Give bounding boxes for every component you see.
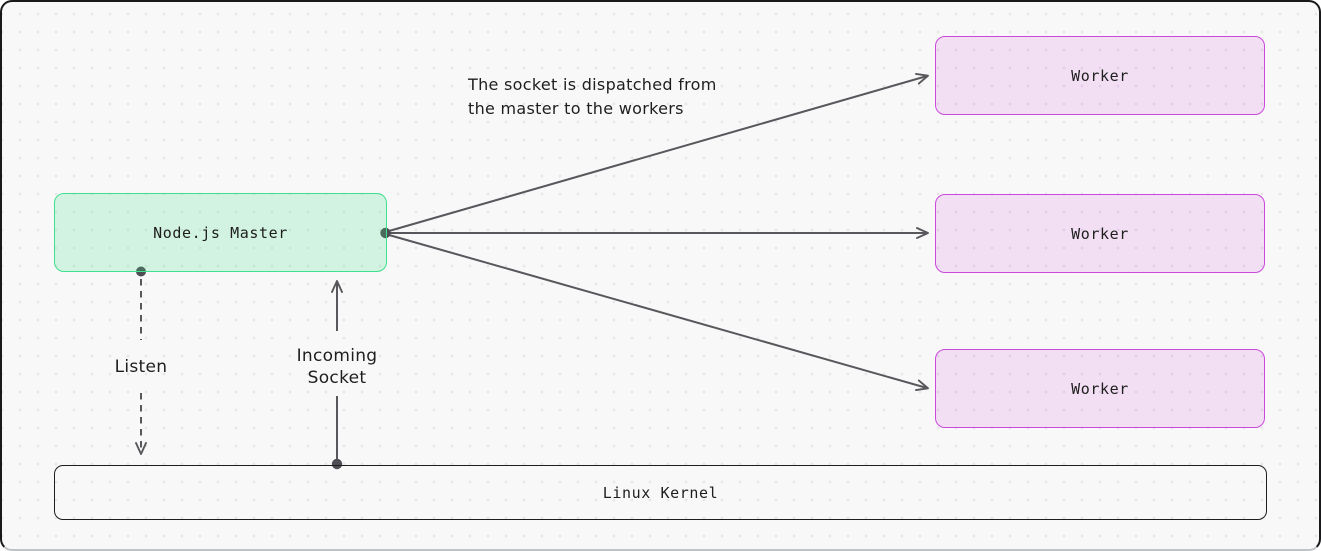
- master-node-label: Node.js Master: [153, 223, 288, 242]
- annotation-line-1: The socket is dispatched from: [468, 75, 717, 94]
- annotation-line-2: the master to the workers: [468, 99, 684, 118]
- worker-node-3[interactable]: Worker: [935, 349, 1265, 428]
- incoming-socket-label-line-1: Incoming: [296, 346, 378, 366]
- kernel-node-label: Linux Kernel: [602, 483, 719, 502]
- incoming-socket-connection-point: [331, 458, 343, 470]
- worker-node-2[interactable]: Worker: [935, 194, 1265, 273]
- arrow-master-to-worker-1[interactable]: [388, 73, 929, 232]
- master-node[interactable]: Node.js Master: [54, 193, 387, 272]
- worker-node-label: Worker: [1071, 379, 1129, 398]
- listen-arrow-label[interactable]: Listen: [114, 357, 168, 377]
- worker-node-1[interactable]: Worker: [935, 36, 1265, 115]
- arrow-master-to-worker-3[interactable]: [388, 234, 929, 392]
- dispatch-annotation-text[interactable]: The socket is dispatched from the master…: [468, 73, 717, 121]
- worker-node-label: Worker: [1071, 66, 1129, 85]
- kernel-node[interactable]: Linux Kernel: [54, 465, 1267, 520]
- incoming-socket-label-line-2: Socket: [307, 368, 367, 388]
- worker-node-label: Worker: [1071, 224, 1129, 243]
- fanout-connection-point: [380, 227, 391, 239]
- incoming-socket-arrow-label[interactable]: Incoming Socket: [277, 345, 397, 389]
